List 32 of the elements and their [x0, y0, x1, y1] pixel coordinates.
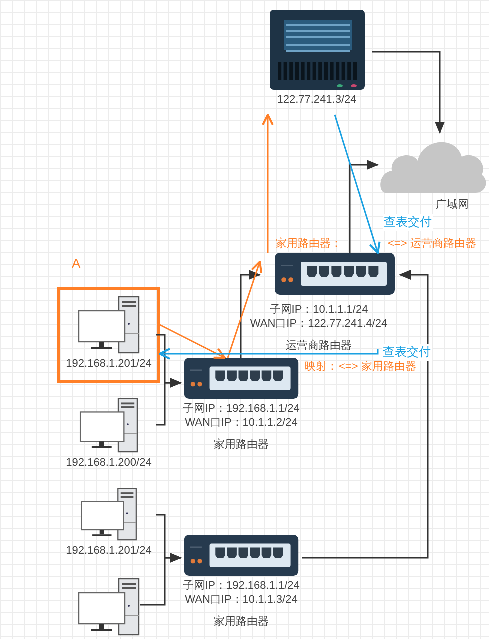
ip-address-label: 192.168.1.201/24 — [66, 544, 152, 558]
ip-address-label: WAN口IP：122.77.241.4/24 — [250, 317, 388, 331]
connector-arrow — [140, 553, 182, 606]
annotation-text: <=> 运营商路由器 — [388, 236, 476, 251]
ip-address-label: 192.168.1.201/24 — [66, 357, 152, 371]
connector-arrow — [302, 270, 429, 559]
ip-address-label: 192.168.1.200/24 — [66, 456, 152, 470]
annotation-arrow — [160, 324, 226, 359]
annotation-text: 映射： — [305, 360, 338, 374]
annotation-text: <=> 家用路由器 — [339, 360, 416, 374]
network-label: 广域网 — [436, 198, 470, 212]
connector-arrow — [240, 270, 261, 358]
ip-address-label: WAN口IP：10.1.1.3/24 — [185, 593, 298, 607]
ip-address-label: 子网IP：192.168.1.1/24 — [183, 402, 300, 416]
ip-address-label: 122.77.241.3/24 — [277, 93, 357, 107]
annotation-text: 家用路由器： — [276, 236, 342, 251]
edge-label: 查表交付 — [383, 214, 433, 231]
group-heading: A — [72, 255, 81, 273]
connector-arrow — [349, 160, 379, 253]
ip-address-label: 子网IP：10.1.1.1/24 — [270, 303, 368, 317]
device-name-label: 运营商路由器 — [286, 339, 352, 353]
connector-arrow — [156, 378, 182, 426]
ip-address-label: 子网IP：192.168.1.1/24 — [183, 579, 300, 593]
edge-label: 查表交付 — [382, 344, 432, 361]
device-name-label: 家用路由器 — [214, 615, 269, 629]
annotation-arrow — [334, 114, 381, 254]
device-name-label: 家用路由器 — [214, 438, 269, 452]
annotation-arrow — [159, 348, 379, 360]
annotation-arrow — [227, 261, 263, 358]
ip-address-label: WAN口IP：10.1.1.2/24 — [185, 416, 298, 430]
annotation-arrow — [262, 114, 274, 253]
connector-arrow — [372, 51, 445, 134]
